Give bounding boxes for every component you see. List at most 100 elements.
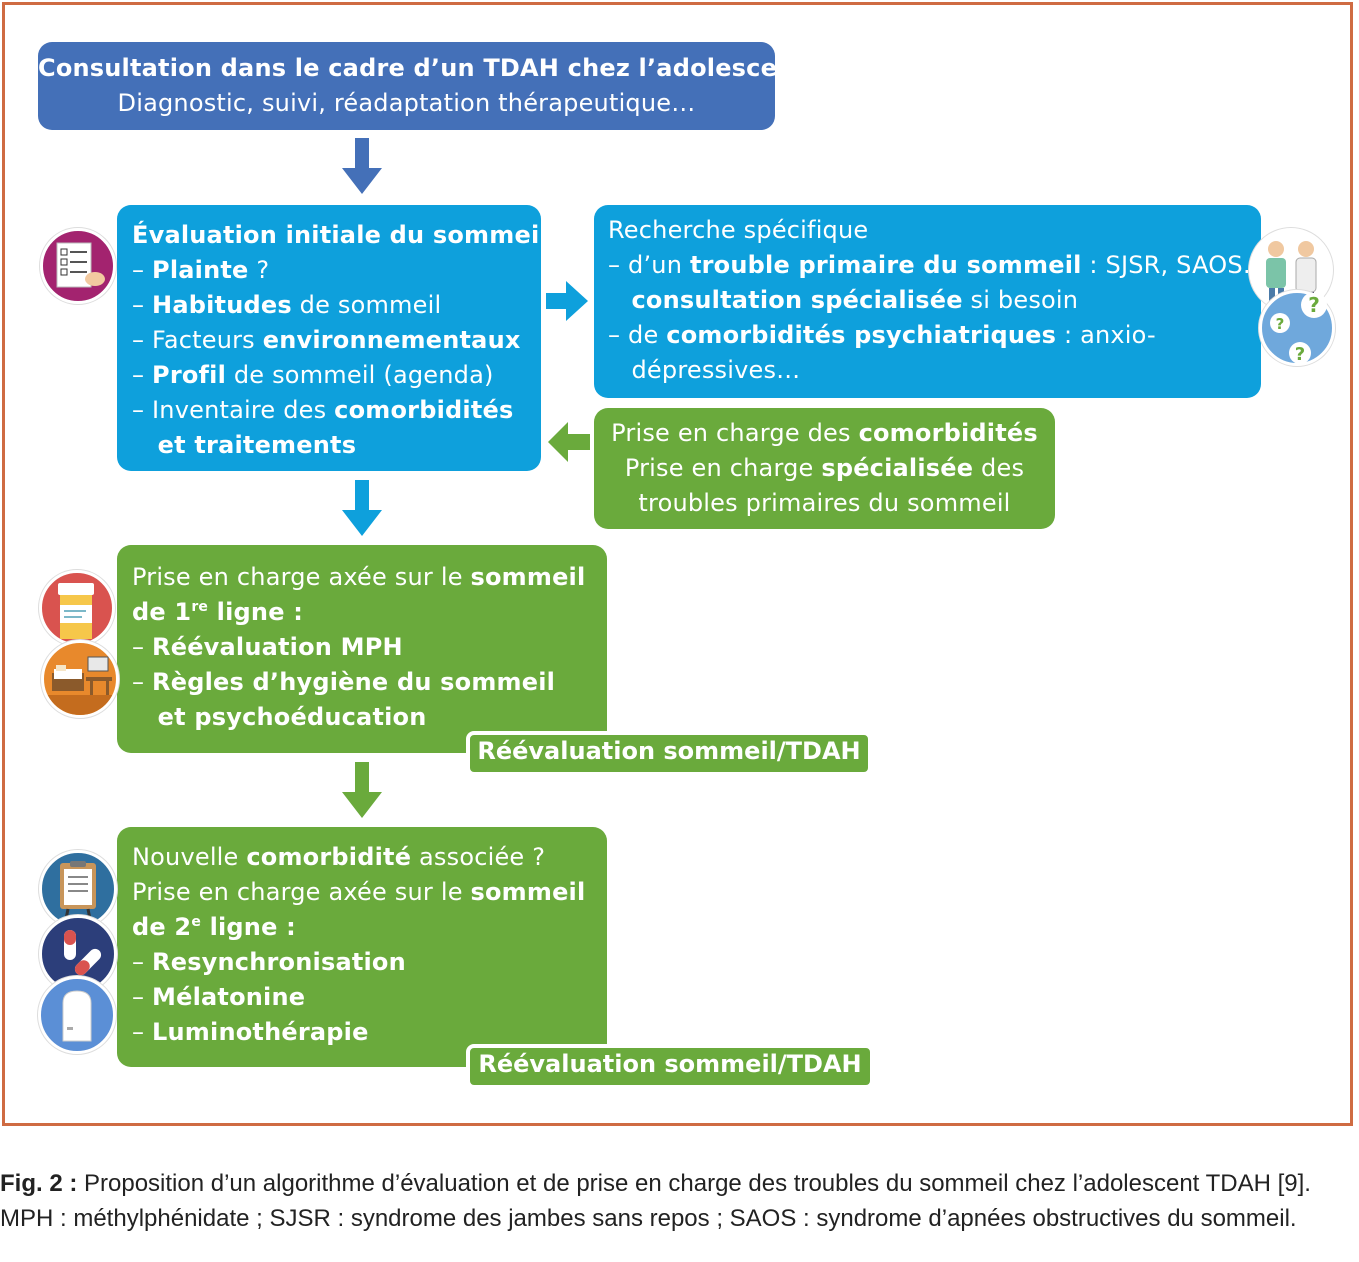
- bold-text: spécialisée: [821, 454, 974, 482]
- bold-text: environnementaux: [262, 326, 521, 354]
- text-segment: –: [132, 633, 153, 661]
- text-segment: troubles primaires du sommeil: [638, 489, 1011, 517]
- bold-text: Mélatonine: [152, 983, 306, 1011]
- arrow-down-icon: [342, 138, 382, 194]
- text-line: – Règles d’hygiène du sommeil: [132, 665, 607, 700]
- recherche-box: Recherche spécifique – d’un trouble prima…: [594, 205, 1267, 398]
- arrow-down-icon: [342, 762, 382, 818]
- bold-text: Habitudes: [152, 291, 292, 319]
- checklist-icon: [40, 228, 116, 304]
- text-segment: – Facteurs: [132, 326, 263, 354]
- text-line: Nouvelle comorbidité associée ?: [132, 840, 607, 875]
- text-line: de 2e ligne :: [132, 910, 607, 945]
- bold-text: Plainte: [152, 256, 249, 284]
- bold-text: sommeil: [470, 563, 586, 591]
- text-segment: – d’un: [608, 251, 690, 279]
- text-segment: Nouvelle: [132, 843, 247, 871]
- text-line: – Réévaluation MPH: [132, 630, 607, 665]
- text-segment: Prise en charge axée sur le: [132, 878, 471, 906]
- text-segment: Prise en charge des: [611, 419, 859, 447]
- svg-text:?: ?: [1295, 344, 1305, 363]
- text-segment: –: [132, 1018, 153, 1046]
- text-segment: – de: [608, 321, 667, 349]
- bold-text: Règles d’hygiène du sommeil: [152, 668, 556, 696]
- arrow-down-icon: [342, 480, 382, 536]
- bold-text: et psychoéducation: [132, 703, 427, 731]
- premiere-ligne-box: Prise en charge axée sur le sommeil de 1r…: [117, 545, 607, 753]
- text-line: de 1re ligne :: [132, 595, 607, 630]
- text-segment: si besoin: [962, 286, 1079, 314]
- text-segment: –: [132, 948, 153, 976]
- evaluation-lines: Évaluation initiale du sommeil – Plainte …: [132, 218, 548, 463]
- text-segment: –: [132, 256, 153, 284]
- text-line: Prise en charge des comorbidités: [594, 416, 1055, 451]
- text-line: – Resynchronisation: [132, 945, 607, 980]
- bold-text: de 2: [132, 913, 192, 941]
- premiere-ligne-lines: Prise en charge axée sur le sommeil de 1r…: [132, 560, 607, 735]
- text-segment: Recherche spécifique: [608, 216, 869, 244]
- consultation-subtitle: Diagnostic, suivi, réadaptation thérapeu…: [117, 89, 696, 117]
- text-segment: Prise en charge: [624, 454, 822, 482]
- deuxieme-ligne-box: Nouvelle comorbidité associée ? Prise en …: [117, 827, 607, 1067]
- text-line: et psychoéducation: [132, 700, 607, 735]
- text-line: dépressives…: [608, 353, 1261, 388]
- text-line: – Profil de sommeil (agenda): [132, 358, 541, 393]
- text-segment: : anxio-: [1056, 321, 1156, 349]
- evaluation-box: Évaluation initiale du sommeil – Plainte …: [117, 205, 548, 471]
- text-line: – d’un trouble primaire du sommeil : SJS…: [608, 248, 1267, 283]
- arrow-left-icon: [548, 422, 590, 462]
- text-segment: Prise en charge axée sur le: [132, 563, 471, 591]
- light-therapy-lamp-icon: [38, 976, 116, 1054]
- text-segment: [608, 286, 632, 314]
- text-segment: dépressives…: [608, 356, 801, 384]
- text-line: – Plainte ?: [132, 253, 541, 288]
- bold-text: comorbidité: [246, 843, 412, 871]
- caption-text: Proposition d’un algorithme d’évaluation…: [0, 1170, 1311, 1232]
- recherche-lines: Recherche spécifique – d’un trouble prima…: [608, 213, 1267, 388]
- text-segment: des: [973, 454, 1025, 482]
- text-line: et traitements: [132, 428, 541, 463]
- text-segment: de sommeil (agenda): [226, 361, 494, 389]
- bold-text: Évaluation initiale du sommeil: [132, 221, 548, 249]
- text-line: Recherche spécifique: [608, 213, 1261, 248]
- bold-text: et traitements: [132, 431, 357, 459]
- text-line: – Facteurs environnementaux: [132, 323, 541, 358]
- caption-label: Fig. 2 :: [0, 1170, 78, 1197]
- svg-text:?: ?: [1276, 315, 1285, 333]
- text-segment: –: [132, 983, 153, 1011]
- text-segment: –: [132, 361, 153, 389]
- bold-text: Profil: [152, 361, 227, 389]
- text-segment: –: [132, 291, 153, 319]
- figure-caption: Fig. 2 : Proposition d’un algorithme d’é…: [0, 1166, 1359, 1236]
- bold-text: comorbidités psychiatriques: [666, 321, 1057, 349]
- text-line: Prise en charge spécialisée des: [594, 451, 1055, 486]
- text-line: – Luminothérapie: [132, 1015, 607, 1050]
- text-line: – Inventaire des comorbidités: [132, 393, 541, 428]
- bold-text: de 1: [132, 598, 192, 626]
- reevaluation-tag-2: Réévaluation sommeil/TDAH: [466, 1044, 874, 1089]
- text-line: – Habitudes de sommeil: [132, 288, 541, 323]
- bold-text: ligne :: [201, 913, 296, 941]
- svg-text:?: ?: [1308, 293, 1320, 317]
- consultation-title: Consultation dans le cadre d’un TDAH che…: [38, 54, 807, 82]
- bold-text: Réévaluation MPH: [152, 633, 403, 661]
- question-marks-icon: ? ? ?: [1259, 290, 1335, 366]
- text-line: – Mélatonine: [132, 980, 607, 1015]
- superscript-text: e: [191, 914, 202, 930]
- bold-text: Luminothérapie: [152, 1018, 369, 1046]
- text-line: troubles primaires du sommeil: [594, 486, 1055, 521]
- text-segment: –: [132, 668, 153, 696]
- bedroom-icon: [41, 640, 119, 718]
- bold-text: comorbidités: [334, 396, 514, 424]
- reevaluation-tag-1: Réévaluation sommeil/TDAH: [466, 731, 872, 776]
- superscript-text: re: [191, 599, 209, 615]
- arrow-right-icon: [546, 281, 588, 321]
- text-line: consultation spécialisée si besoin: [608, 283, 1261, 318]
- bold-text: Resynchronisation: [152, 948, 406, 976]
- bold-text: trouble primaire du sommeil: [689, 251, 1082, 279]
- bold-text: consultation spécialisée: [631, 286, 963, 314]
- text-segment: associée ?: [411, 843, 546, 871]
- text-segment: – Inventaire des: [132, 396, 335, 424]
